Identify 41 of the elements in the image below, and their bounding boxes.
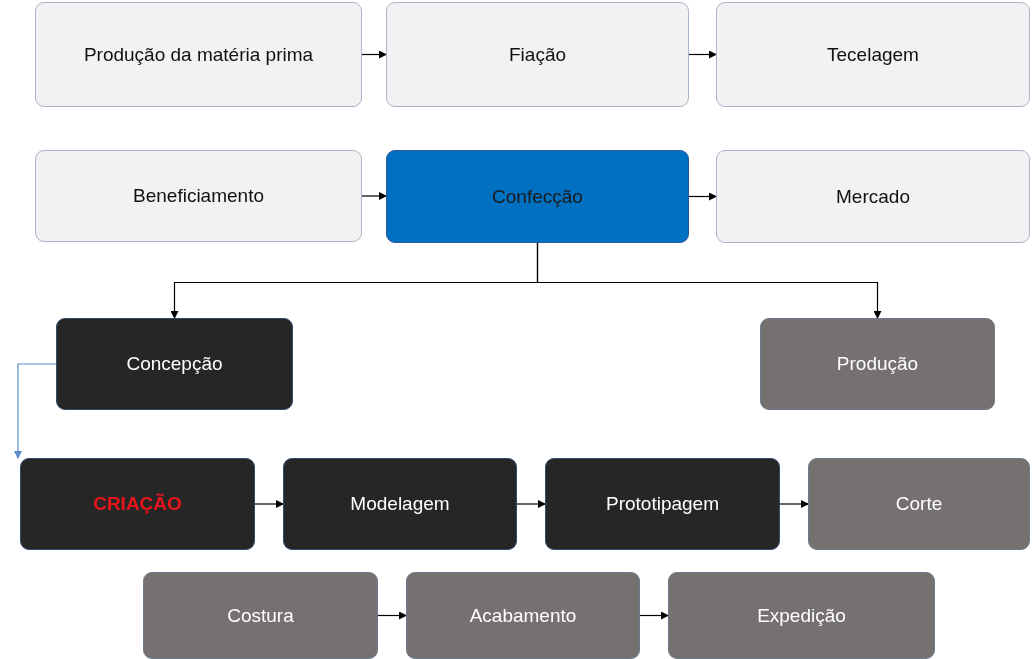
process-box [283,458,517,550]
arrow [688,50,717,59]
process-box [386,150,689,243]
box-label: Acabamento [468,604,578,627]
process-box [20,458,255,550]
process-box [668,572,935,659]
arrow [516,500,546,508]
arrow [14,363,57,459]
arrow [377,611,407,620]
process-box [35,2,362,107]
box-label: CRIAÇÃO [92,493,183,515]
box-label: Confecção [491,185,584,208]
box-label: Expedição [756,604,847,627]
box-label: Mercado [835,185,911,208]
arrow [361,192,387,200]
process-box [406,572,640,659]
box-label: Produção [835,353,920,375]
process-box [760,318,995,410]
process-box [808,458,1030,550]
box-label: Produção da matéria prima [82,43,315,66]
box-label: Costura [226,604,295,627]
process-box [386,2,689,107]
box-label: Beneficiamento [132,185,265,207]
process-box [716,2,1030,107]
arrow [536,242,882,319]
arrow [639,611,669,620]
process-box [545,458,780,550]
box-label: Prototipagem [605,493,720,515]
arrow [688,192,717,201]
arrow [361,50,387,59]
box-label: Modelagem [349,493,451,515]
box-label: Tecelagem [826,43,920,66]
process-box [35,150,362,242]
box-label: Concepção [125,353,224,375]
arrow [779,500,809,508]
box-label: Fiação [508,43,567,66]
arrow [254,500,284,508]
process-box [143,572,378,659]
process-box [716,150,1030,243]
process-box [56,318,293,410]
box-label: Corte [894,493,944,515]
